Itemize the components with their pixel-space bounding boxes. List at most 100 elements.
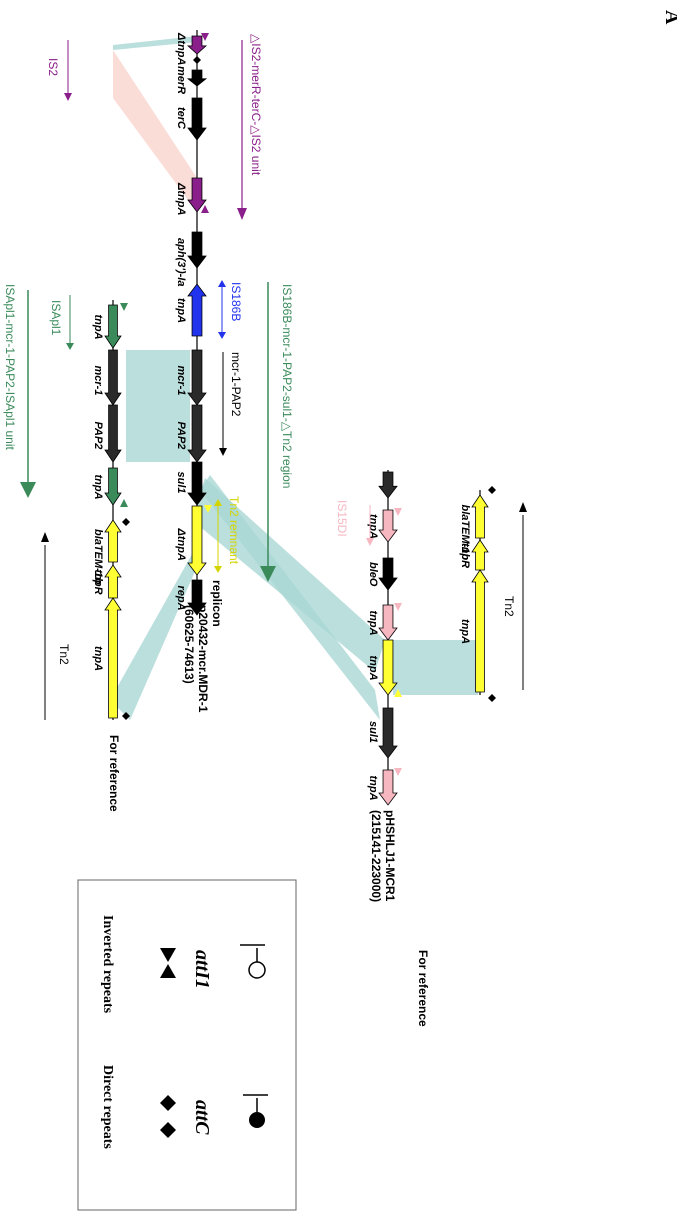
mcr-pap2-arrow-head [219, 448, 227, 456]
isapl1-r1-arrow [104, 304, 122, 349]
legend-inverted-top [160, 948, 176, 962]
tn2-lower-arrow-head [41, 532, 49, 542]
legend-att1-label: attI1 [191, 950, 213, 989]
tn2up-t1-label: blaTEM-1b [459, 505, 471, 561]
isapl1-footer: For reference [107, 735, 121, 812]
isapl1-r6-label: tnpR [92, 570, 104, 595]
phshlj1-h6-label: tnpA [367, 776, 379, 801]
phshlj1-h4-arrow [378, 639, 398, 696]
is2-label: IS2 [46, 58, 60, 76]
p20432-g8-arrow [187, 404, 207, 463]
p20432-g5-arrow [187, 231, 207, 269]
phshlj1-h1-arrow [378, 509, 398, 543]
legend-direct-top [160, 1095, 176, 1111]
p20432-g7-label: mcr-1 [175, 366, 187, 396]
legend-box [77, 879, 297, 1211]
isapl1-ir-2 [120, 499, 128, 507]
mcr-pap2-label: mcr-1-PAP2 [229, 352, 243, 417]
band-tnpA-lower [110, 540, 200, 720]
tn2up-t2-arrow [471, 539, 489, 571]
isapl1-dr-2 [122, 712, 130, 720]
isapl1-r4-label: tnpA [92, 475, 104, 500]
replicon-label: replicon [210, 580, 224, 627]
p20432-g6-label: tnpA [175, 298, 187, 323]
is186b-head-top [218, 280, 226, 287]
phshlj1-name: pHSHLJ1-MCR1 [383, 810, 397, 902]
isapl1-label: ISApl1 [49, 300, 63, 336]
isapl1-unit-arrow-head [20, 482, 36, 498]
isapl1-r2-arrow [104, 349, 122, 406]
is186b-head-bottom [218, 332, 226, 339]
band-tn2-upper [393, 640, 478, 695]
p20432-g1-label: ΔtnpA [175, 32, 187, 65]
p20432-g10-arrow [187, 505, 207, 576]
band-mcr1-pap2 [126, 350, 190, 462]
p20432-g7-arrow [187, 349, 207, 406]
p20432-dr-sul1 [193, 466, 201, 474]
phshlj1-h4-label: tnpA [367, 656, 379, 681]
isapl1-r3-arrow [104, 404, 122, 463]
isapl1-ir-1 [120, 303, 128, 311]
p20432-ir-1 [201, 33, 209, 41]
phshlj1-ir-2 [394, 603, 402, 611]
is186b-region-label: IS186B-mcr-1-PAP2-sul1-△Tn2 region [280, 284, 294, 488]
p20432-ir-2 [201, 205, 209, 213]
tn2-upper-arrow-head [519, 502, 527, 512]
p20432-g4-arrow [187, 177, 207, 213]
phshlj1-ir-4 [394, 768, 402, 776]
p20432-g11-label: repA [175, 586, 187, 611]
tn2-lower-label: Tn2 [57, 644, 71, 665]
p20432-ir-3 [204, 505, 212, 513]
phshlj1-h2-arrow [378, 557, 398, 591]
phshlj1-h2-label: bleO [367, 562, 379, 587]
isapl1-r6-arrow [104, 564, 122, 599]
tn2up-t1-arrow [471, 494, 489, 539]
band-is2-top [113, 36, 197, 50]
p20432-g9-label: sul1 [175, 472, 187, 494]
phshlj1-ir-1 [394, 508, 402, 516]
p20432-g2-arrow [186, 69, 208, 87]
tn2up-dr-1 [488, 486, 496, 494]
phshlj1-h5-label: sul1 [367, 721, 379, 743]
p20432-g1-arrow [186, 35, 208, 55]
is2-unit-label: △IS2-merR-terC-△IS2 unit [249, 34, 263, 176]
tn2up-t2-label: tnpR [459, 543, 471, 568]
is15di-arrow-head [366, 538, 374, 546]
isapl1-unit-label: ISApl1-mcr-1-PAP2-ISApl1 unit [3, 284, 17, 451]
tn2up-dr-2 [488, 694, 496, 702]
p20432-g2-label: merR [175, 66, 187, 94]
isapl1-arrow-head [66, 343, 74, 350]
p20432-genes: ΔtnpAmerRterCΔtnpAaph(3')-IatnpAmcr-1PAP… [175, 32, 212, 616]
legend-attc-label: attC [191, 1100, 213, 1135]
phshlj1-black-top-arrow [378, 471, 398, 499]
phshlj1-h3-arrow [378, 604, 398, 641]
isapl1-r3-label: PAP2 [92, 422, 104, 450]
phshlj1-range: (215141-223000) [369, 810, 383, 902]
p20432-g3-label: terC [175, 107, 187, 130]
band-is2-cross [113, 50, 197, 212]
tn2-remnant-label: Tn2 remnant [227, 496, 241, 565]
is2-arrow-head [64, 93, 72, 101]
legend-direct-bottom [160, 1122, 176, 1138]
isapl1-r4-arrow [104, 467, 122, 506]
phshlj1-ir-3 [394, 689, 402, 697]
is186b-label: IS186B [229, 282, 243, 321]
isapl1-r1-label: tnpA [92, 315, 104, 340]
isapl1-r7-arrow [104, 597, 122, 719]
isapl1-r5-label: blaTEM-1b [92, 529, 104, 585]
p20432-g11-arrow [187, 579, 207, 616]
isapl1-r2-label: mcr-1 [92, 366, 104, 396]
tn2up-t3-label: tnpA [459, 619, 471, 644]
phshlj1-h5-arrow [378, 707, 398, 759]
isapl1-r7-label: tnpA [92, 646, 104, 671]
p20432-name: p20432-mcr.MDR-1 [196, 605, 210, 713]
p20432-g4-label: ΔtnpA [175, 182, 187, 215]
p20432-g9-arrow [187, 461, 207, 506]
p20432-range: (60625-74613) [182, 605, 196, 684]
phshlj1-h3-label: tnpA [367, 611, 379, 636]
legend-direct-label: Direct repeats [100, 1065, 115, 1149]
